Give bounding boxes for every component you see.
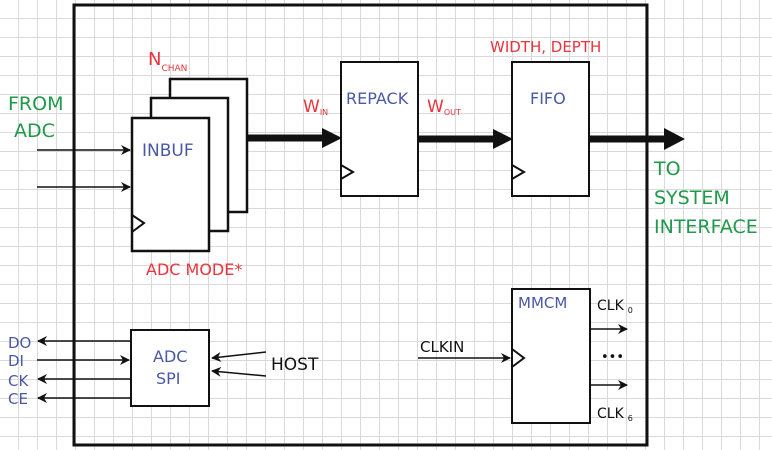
host-label: HOST	[271, 355, 319, 375]
pin-do: DO	[8, 334, 31, 352]
from-adc-line2: ADC	[14, 120, 55, 142]
inbuf-block[interactable]	[130, 77, 249, 253]
clock-input-icon	[131, 214, 146, 233]
win-param: WIN	[303, 97, 328, 117]
from-adc-line1: FROM	[8, 93, 63, 115]
pin-ck: CK	[8, 372, 29, 390]
adc-mode-param: ADC MODE*	[146, 260, 242, 279]
wout-param: WOUT	[427, 97, 461, 117]
mmcm-block[interactable]	[511, 288, 591, 424]
clock-input-icon	[511, 348, 526, 368]
nchan-param: NCHAN	[148, 49, 187, 74]
clock-input-icon	[340, 164, 355, 180]
host-arrow	[211, 351, 267, 362]
arrow-head-icon	[664, 128, 685, 150]
fifo-label: FIFO	[530, 89, 566, 108]
clock-input-icon	[511, 164, 526, 180]
repack-block[interactable]	[340, 61, 419, 197]
fifo-block[interactable]	[511, 61, 590, 197]
pin-ce: CE	[8, 390, 28, 408]
host-arrow	[211, 366, 267, 377]
arrow-head-icon	[493, 129, 513, 149]
arrow-head-icon	[322, 128, 342, 148]
inbuf-label: INBUF	[142, 141, 194, 161]
width-depth-param: WIDTH, DEPTH	[490, 38, 601, 56]
mmcm-label: MMCM	[518, 294, 567, 312]
clkin-label: CLKIN	[420, 338, 464, 356]
pin-di: DI	[8, 352, 24, 370]
system-boundary	[72, 3, 649, 447]
to-system-line3: INTERFACE	[654, 216, 758, 238]
adc-spi-block[interactable]	[130, 329, 210, 407]
to-system-line1: TO	[653, 158, 681, 180]
to-system-line2: SYSTEM	[654, 187, 730, 209]
adc-spi-label-line2: SPI	[156, 369, 181, 388]
adc-spi-label-line1: ADC	[153, 347, 187, 366]
ellipsis-icon: •••	[601, 350, 624, 365]
repack-label: REPACK	[346, 89, 409, 108]
